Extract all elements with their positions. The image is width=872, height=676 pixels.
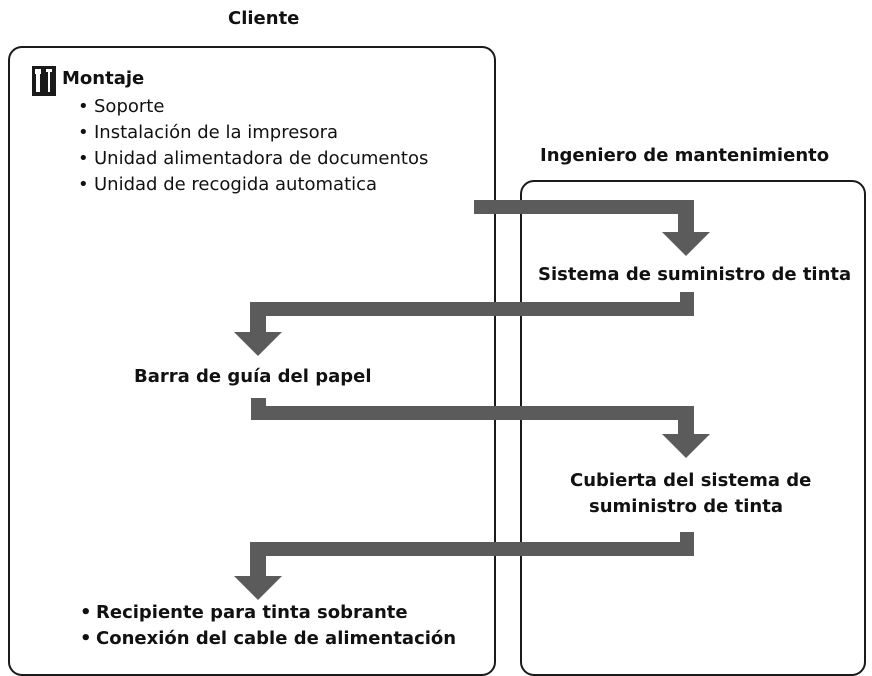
list-item: Soporte xyxy=(78,94,428,120)
list-item: Conexión del cable de alimentación xyxy=(80,626,456,652)
list-item: Unidad alimentadora de documentos xyxy=(78,146,428,172)
montaje-title: Montaje xyxy=(62,68,145,89)
list-item: Unidad de recogida automatica xyxy=(78,172,428,198)
arrow-ink-cover-to-final xyxy=(234,532,694,600)
step-ink-cover-line2: suministro de tinta xyxy=(589,496,783,517)
arrow-paper-guide-to-ink-cover xyxy=(251,398,710,458)
step-ink-cover: Cubierta del sistema de suministro de ti… xyxy=(570,468,812,520)
step-ink-system: Sistema de suministro de tinta xyxy=(538,264,852,285)
montaje-list: Soporte Instalación de la impresora Unid… xyxy=(78,94,428,198)
tools-icon xyxy=(32,66,56,96)
list-item: Instalación de la impresora xyxy=(78,120,428,146)
step-ink-cover-line1: Cubierta del sistema de xyxy=(570,470,812,491)
final-steps-list: Recipiente para tinta sobrante Conexión … xyxy=(80,600,456,652)
arrow-ink-system-to-paper-guide xyxy=(234,292,694,356)
column-title-cliente: Cliente xyxy=(228,8,300,29)
column-title-ingeniero: Ingeniero de mantenimiento xyxy=(540,145,830,166)
step-paper-guide: Barra de guía del papel xyxy=(134,366,372,387)
arrow-montaje-to-ink-system xyxy=(474,200,710,256)
list-item: Recipiente para tinta sobrante xyxy=(80,600,456,626)
